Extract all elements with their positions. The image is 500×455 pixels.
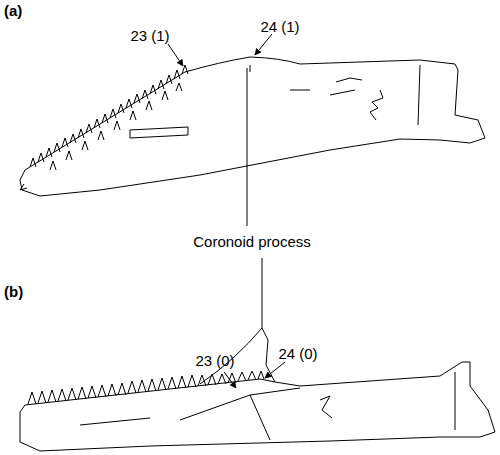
callout-number: 23 (0) bbox=[195, 352, 234, 370]
teeth-inner-row bbox=[20, 83, 182, 190]
leader-arrow bbox=[265, 362, 285, 378]
callout-number: 24 (1) bbox=[260, 18, 299, 36]
leader-arrow bbox=[168, 44, 183, 66]
jaw-detail bbox=[80, 372, 455, 440]
leader-arrow bbox=[255, 34, 272, 55]
panel-letter: (b) bbox=[4, 283, 23, 301]
coronoid-line bbox=[262, 258, 263, 328]
jaw-detail bbox=[130, 127, 188, 138]
panel-letter: (a) bbox=[4, 2, 22, 20]
part-name: Coronoid process bbox=[193, 233, 311, 251]
jaw-outline bbox=[20, 57, 485, 196]
jaw-detail bbox=[250, 65, 420, 125]
teeth bbox=[30, 65, 188, 167]
jaw-outline bbox=[20, 362, 495, 451]
callout-number: 24 (0) bbox=[278, 345, 317, 363]
coronoid-line bbox=[247, 68, 248, 226]
callout-number: 23 (1) bbox=[130, 27, 169, 45]
leader-arrow bbox=[224, 372, 236, 388]
teeth bbox=[28, 371, 264, 404]
